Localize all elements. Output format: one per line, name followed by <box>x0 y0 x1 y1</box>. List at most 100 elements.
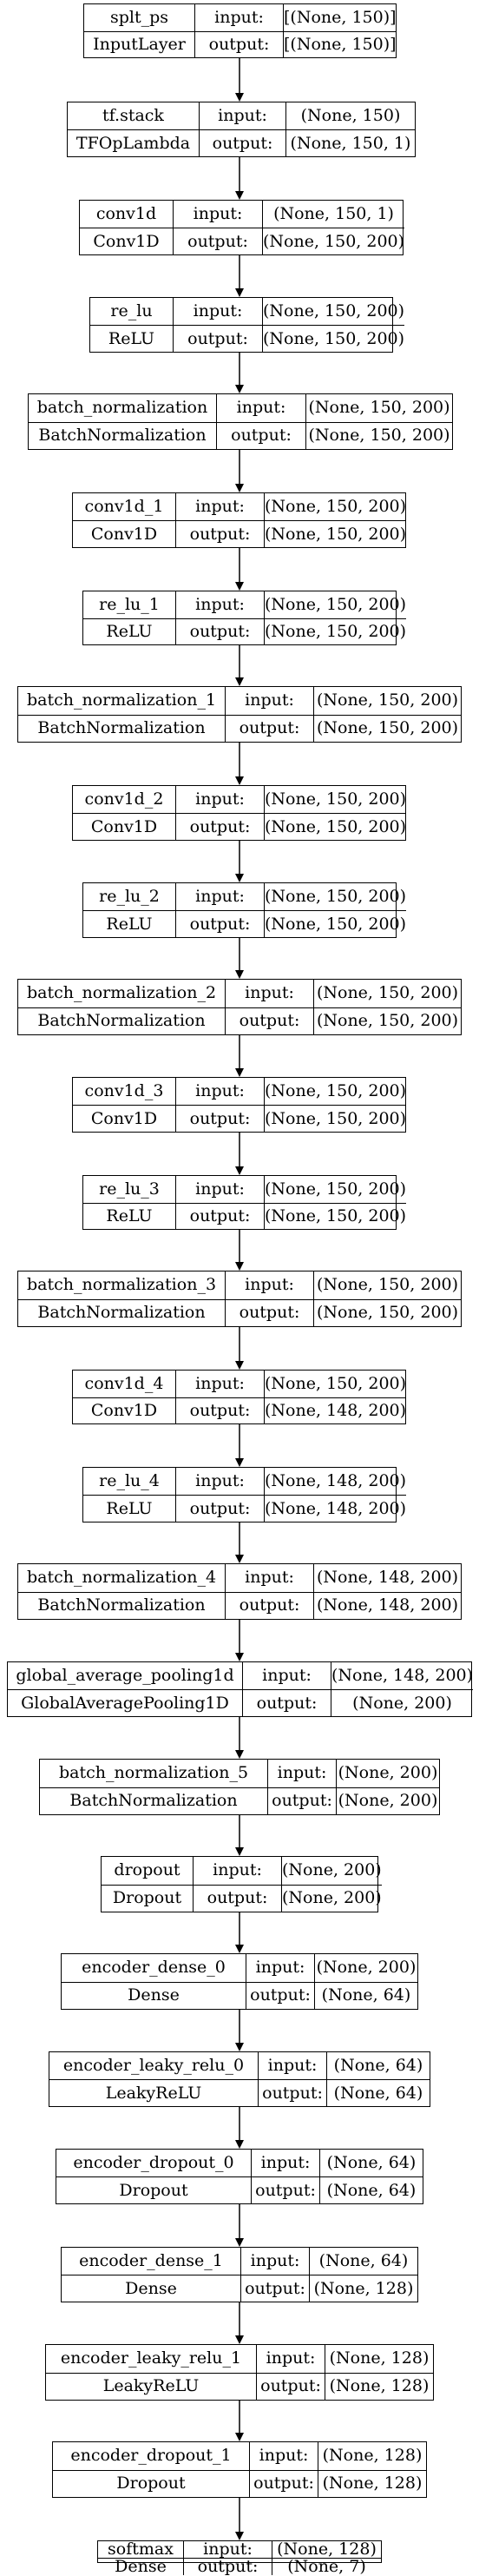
layer-type: ReLU <box>90 325 173 352</box>
layer-name: conv1d_3 <box>84 1081 164 1100</box>
output-label: output: <box>175 618 264 644</box>
input-label: input: <box>225 1564 313 1592</box>
edge-arrowhead <box>235 1653 244 1661</box>
input-label: input: <box>251 2150 319 2176</box>
output-label: output: <box>225 1591 313 1619</box>
output-label: output: <box>175 813 264 840</box>
layer-type: Dropout <box>53 2469 249 2498</box>
edge-arrowhead <box>235 2335 244 2344</box>
layer-type: TFOpLambda <box>68 129 199 156</box>
layer-type: Conv1D <box>73 520 175 547</box>
input-shape: (None, 148, 200) <box>313 1564 461 1592</box>
edge-arrowhead <box>235 2140 244 2149</box>
layer-type: Conv1D <box>73 813 175 840</box>
edge-arrowhead <box>235 970 244 979</box>
layer-name: dropout <box>114 1860 180 1880</box>
input-label: input: <box>242 1662 331 1689</box>
input-shape: [(None, 150)] <box>283 4 397 31</box>
input-label: input: <box>194 4 283 31</box>
input-label: input: <box>175 493 264 520</box>
output-shape: [(None, 150)] <box>283 30 397 57</box>
input-shape: (None, 150, 200) <box>264 591 406 618</box>
edge-arrowhead <box>235 1361 244 1370</box>
input-shape: (None, 148, 200) <box>331 1662 473 1689</box>
layer-type: Dense <box>62 2275 240 2302</box>
layer-type: ReLU <box>83 618 175 645</box>
edge-arrowhead <box>235 1750 244 1759</box>
input-shape: (None, 150, 200) <box>262 298 404 325</box>
output-shape: (None, 200) <box>331 1689 474 1716</box>
output-shape: (None, 148, 200) <box>313 1591 461 1619</box>
layer-type: Conv1D <box>73 1105 175 1132</box>
output-label: output: <box>242 1689 331 1716</box>
output-label: output: <box>256 2372 325 2400</box>
input-label: input: <box>173 201 262 228</box>
input-shape: (None, 150, 200) <box>264 1176 406 1203</box>
output-label: output: <box>258 2079 326 2106</box>
layer-type: ReLU <box>83 910 175 937</box>
edge-arrowhead <box>235 1166 244 1175</box>
layer-name: encoder_leaky_relu_1 <box>60 2348 242 2368</box>
layer-name: encoder_dense_0 <box>82 1958 226 1978</box>
output-shape: (None, 64) <box>326 2079 430 2106</box>
layer-name: re_lu_1 <box>99 594 160 614</box>
layer-name: re_lu_3 <box>99 1179 160 1199</box>
output-label: output: <box>193 1884 281 1912</box>
output-shape: (None, 148, 200) <box>264 1397 407 1423</box>
input-shape: (None, 150, 200) <box>313 687 461 715</box>
layer-type: Dense <box>62 1981 246 2010</box>
output-shape: (None, 150, 200) <box>264 1202 407 1229</box>
layer-name: conv1d_1 <box>84 497 164 516</box>
output-shape: (None, 150, 1) <box>285 129 415 156</box>
input-label: input: <box>256 2345 325 2373</box>
layer-type: Conv1D <box>73 1397 175 1424</box>
input-label: input: <box>193 1857 281 1885</box>
output-shape: (None, 150, 200) <box>264 910 407 937</box>
input-label: input: <box>175 591 264 618</box>
layer-type: LeakyReLU <box>46 2372 256 2401</box>
edge-arrowhead <box>235 1068 244 1077</box>
edge-arrowhead <box>235 2238 244 2247</box>
layer-name: batch_normalization_5 <box>58 1763 249 1783</box>
output-shape: (None, 128) <box>325 2372 433 2400</box>
layer-name: global_average_pooling1d <box>16 1666 234 1685</box>
output-label: output: <box>225 714 313 742</box>
input-label: input: <box>199 102 285 129</box>
output-label: output: <box>225 1298 313 1326</box>
edge-arrowhead <box>235 1847 244 1856</box>
output-label: output: <box>249 2469 318 2497</box>
layer-type: LeakyReLU <box>49 2079 258 2106</box>
input-shape: (None, 200) <box>281 1857 382 1885</box>
layer-name: re_lu_2 <box>99 887 160 906</box>
input-label: input: <box>240 2248 309 2275</box>
layer-name: encoder_dropout_1 <box>70 2446 232 2466</box>
layer-name: batch_normalization_2 <box>26 983 217 1003</box>
output-label: output: <box>251 2176 319 2203</box>
output-shape: (None, 200) <box>336 1787 439 1814</box>
output-shape: (None, 150, 200) <box>264 1105 407 1132</box>
input-label: input: <box>225 687 313 715</box>
output-label: output: <box>183 2558 272 2575</box>
input-shape: (None, 150, 200) <box>264 786 406 813</box>
layer-type: ReLU <box>83 1202 175 1230</box>
input-label: input: <box>225 980 313 1007</box>
output-shape: (None, 150, 200) <box>313 1007 461 1034</box>
layer-name: encoder_leaky_relu_0 <box>62 2056 245 2075</box>
input-label: input: <box>175 786 264 813</box>
output-label: output: <box>199 129 285 156</box>
edge-arrowhead <box>235 2043 244 2051</box>
layer-type: Conv1D <box>80 228 173 254</box>
output-shape: (None, 150, 200) <box>313 714 461 742</box>
